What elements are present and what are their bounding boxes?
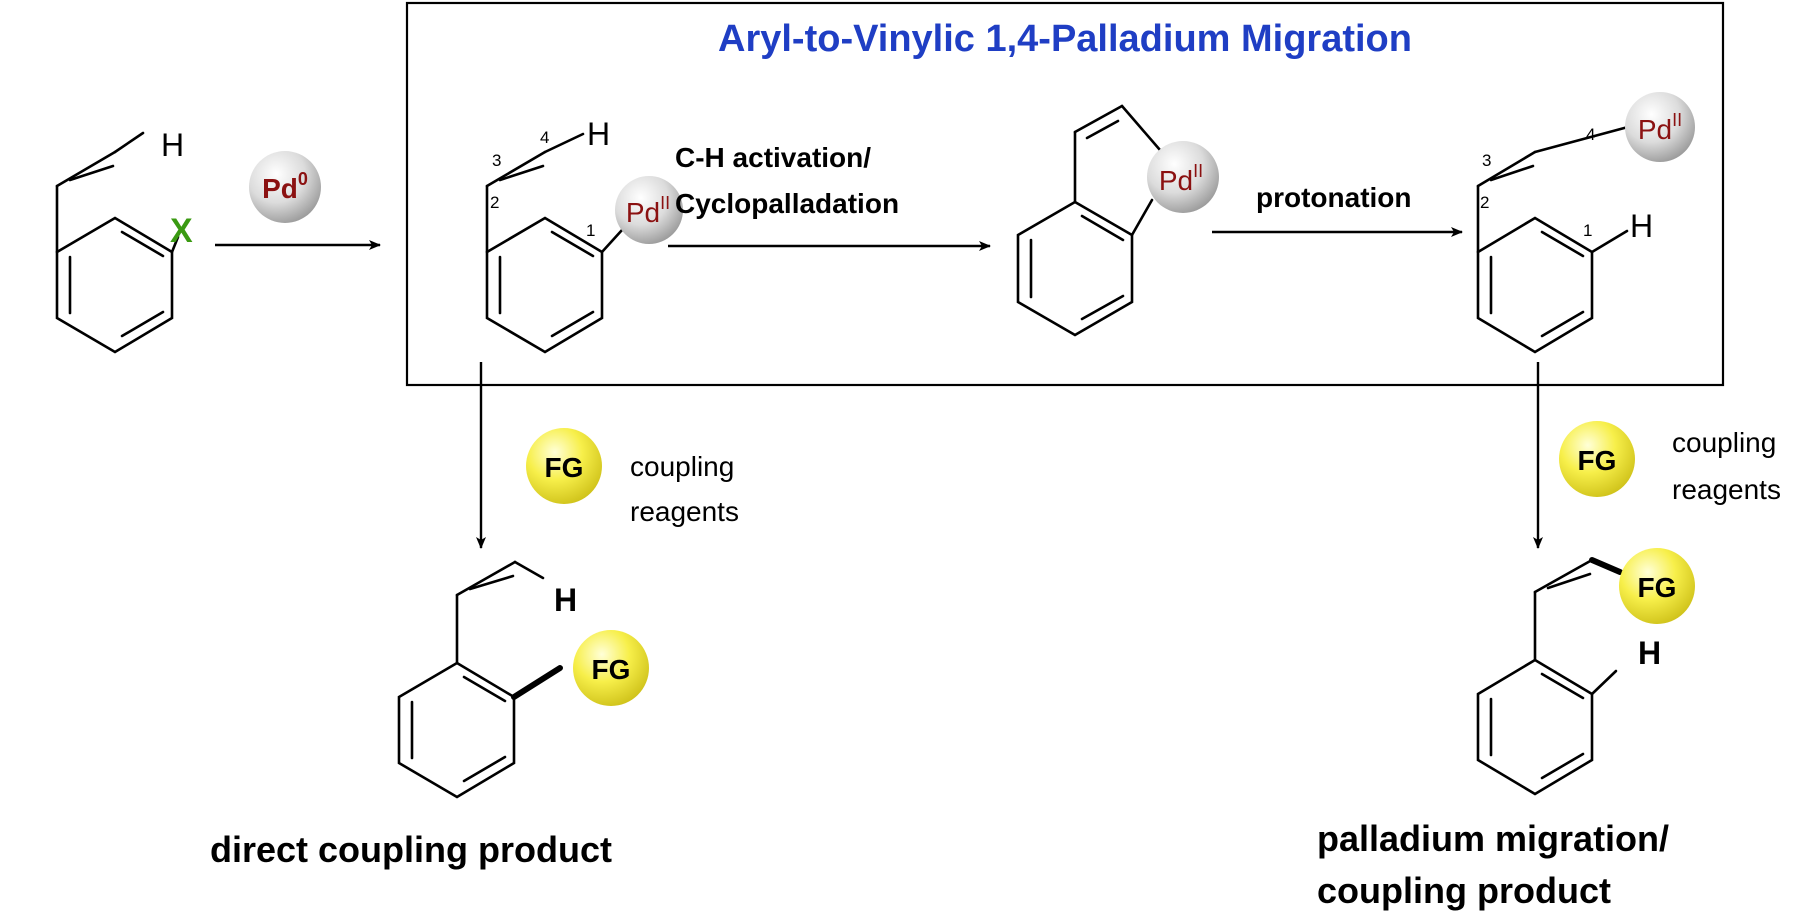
locant-4: 4 [540, 128, 549, 147]
step-label-protonation: protonation [1256, 182, 1412, 213]
pd0-label: Pd0 [262, 169, 308, 204]
scheme-title: Aryl-to-Vinylic 1,4-Palladium Migration [718, 18, 1412, 60]
fg-sphere-icon [526, 428, 602, 504]
vinyl-pd-intermediate: 1 2 3 4 H PdII [1476, 92, 1695, 354]
pd0-catalyst: Pd0 [249, 151, 321, 223]
atom-h: H [1630, 208, 1653, 244]
aryl-pd-intermediate: 1 2 3 4 H PdII [485, 116, 683, 354]
reagent-label: reagents [1672, 474, 1781, 505]
pd-sphere-icon [1147, 141, 1219, 213]
pd-ii-label: PdII [1638, 110, 1682, 145]
reagent-label: reagents [630, 496, 739, 527]
fg-reagent-left: FG [526, 428, 602, 504]
fg-sphere-icon [573, 630, 649, 706]
reagent-label: coupling [1672, 427, 1776, 458]
locant-3: 3 [492, 151, 501, 170]
fg-label: FG [1578, 445, 1617, 476]
pd-ii-label: PdII [1159, 161, 1203, 196]
migration-coupling-product: H FG [1476, 548, 1695, 796]
locant-1: 1 [586, 221, 595, 240]
fg-sphere-icon [1559, 421, 1635, 497]
locant-2: 2 [490, 193, 499, 212]
fg-reagent-right: FG [1559, 421, 1635, 497]
migration-box [405, 1, 1725, 387]
pd-sphere-icon [249, 151, 321, 223]
pd-sphere-icon [615, 176, 683, 244]
atom-x: X [170, 212, 193, 250]
direct-coupling-product: H FG [397, 560, 649, 799]
atom-h: H [554, 582, 577, 618]
locant-2: 2 [1480, 193, 1489, 212]
product-caption-migration: palladium migration/ [1317, 818, 1669, 859]
pd-ii-label: PdII [626, 193, 670, 228]
locant-3: 3 [1482, 151, 1491, 170]
locant-4: 4 [1586, 125, 1595, 144]
starting-material: H X [55, 127, 193, 354]
fg-sphere-icon [1619, 548, 1695, 624]
palladacycle-intermediate: PdII [1016, 104, 1219, 337]
product-caption-migration: coupling product [1317, 870, 1611, 911]
step-label-ch-activation: C-H activation/ [675, 142, 871, 173]
atom-h: H [587, 116, 610, 152]
atom-h: H [161, 127, 184, 163]
atom-h: H [1638, 635, 1661, 671]
fg-label: FG [1638, 572, 1677, 603]
product-caption-direct: direct coupling product [210, 829, 612, 870]
step-label-cyclopalladation: Cyclopalladation [675, 188, 899, 219]
fg-label: FG [545, 452, 584, 483]
reagent-label: coupling [630, 451, 734, 482]
fg-label: FG [592, 654, 631, 685]
locant-1: 1 [1583, 221, 1592, 240]
pd-sphere-icon [1625, 92, 1695, 162]
